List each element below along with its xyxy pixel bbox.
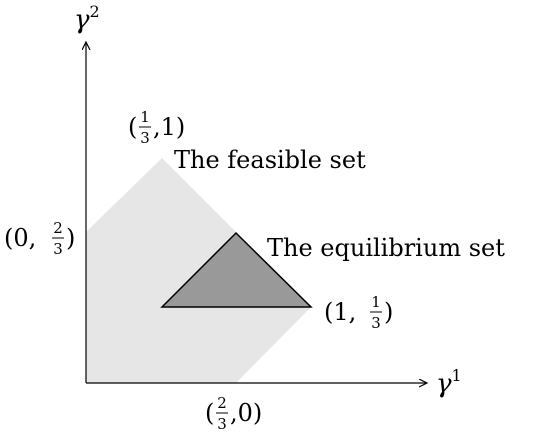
svg-text:(: (	[205, 399, 214, 427]
svg-text:,1): ,1)	[153, 113, 185, 141]
svg-text:3: 3	[140, 129, 150, 147]
svg-text:(: (	[128, 113, 137, 141]
svg-text:): )	[66, 224, 75, 252]
svg-text:1: 1	[371, 293, 381, 311]
equilibrium-set-region	[160, 231, 313, 308]
point-label-right: (1, 1 3 )	[324, 293, 393, 332]
point-label-top: ( 1 3 ,1)	[128, 108, 185, 147]
point-label-left: (0, 2 3 )	[4, 219, 75, 258]
svg-text:,0): ,0)	[230, 399, 262, 427]
x-axis-label: γ1	[436, 366, 462, 399]
y-axis-label: γ2	[74, 2, 100, 35]
svg-text:2: 2	[53, 219, 63, 237]
svg-text:(1,: (1,	[324, 298, 356, 326]
svg-text:2: 2	[217, 394, 227, 412]
feasible-set-label: The feasible set	[174, 146, 366, 174]
equilibrium-set-label: The equilibrium set	[267, 234, 505, 262]
svg-text:): )	[384, 298, 393, 326]
svg-text:1: 1	[140, 108, 150, 126]
point-label-bottom: ( 2 3 ,0)	[205, 394, 262, 433]
svg-text:3: 3	[53, 240, 63, 258]
svg-text:3: 3	[217, 415, 227, 433]
svg-text:(0,: (0,	[4, 224, 36, 252]
svg-text:3: 3	[371, 314, 381, 332]
